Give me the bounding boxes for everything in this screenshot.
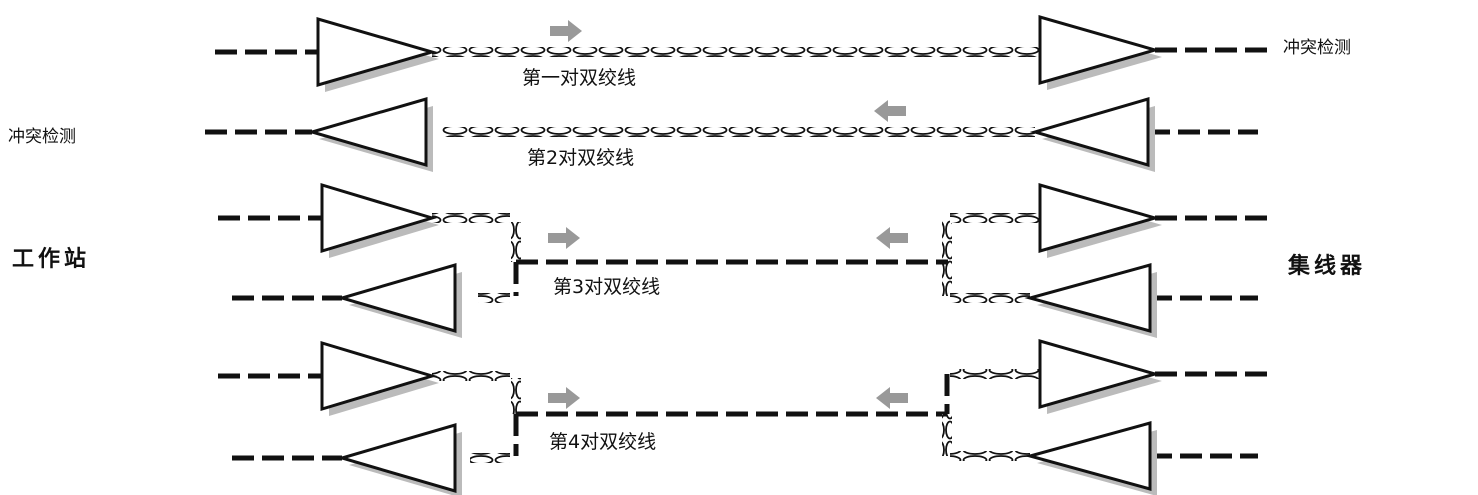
pair-3-ws-transmit-amplifier bbox=[320, 182, 439, 258]
pair-3-hub-tx-twist bbox=[950, 293, 1030, 303]
pair-4-hub-junction-twist bbox=[942, 414, 952, 456]
pair-4-hub-receive-amplifier bbox=[1038, 339, 1162, 414]
pair-4-ws-receive-amplifier bbox=[336, 422, 462, 495]
pair-3-hub-receive-amplifier bbox=[1038, 183, 1162, 258]
pair-1-transmit-amplifier bbox=[316, 17, 439, 92]
pair-2-direction-arrow bbox=[874, 100, 906, 122]
pair-3-ws-junction-twist bbox=[511, 222, 521, 262]
workstation-label: 工作站 bbox=[12, 247, 91, 272]
pair-4-ws-rx-twist bbox=[470, 453, 510, 463]
pair-4-hub-receive-amplifier-body bbox=[1038, 339, 1161, 409]
pair-4-ws-receive-amplifier-body bbox=[336, 422, 457, 494]
pair-3-ws-rx-twist bbox=[478, 293, 510, 303]
pair-3-right-arrow bbox=[548, 227, 580, 249]
pair-4-left-arrow bbox=[876, 387, 908, 409]
pair-3-ws-tx-twist bbox=[432, 213, 510, 223]
pair-1-receive-amplifier-body bbox=[1038, 15, 1161, 85]
pair-3-hub-junction-twist bbox=[942, 220, 952, 296]
collision-detect-label-right: 冲突检测 bbox=[1283, 38, 1351, 58]
pair-4-label: 第4对双绞线 bbox=[549, 431, 657, 453]
pair-3-hub-transmit-amplifier bbox=[1024, 263, 1157, 338]
pair-3-label: 第3对双绞线 bbox=[553, 276, 661, 298]
pair-2-transmit-amplifier bbox=[1029, 96, 1155, 172]
pair-3-hub-transmit-amplifier-body bbox=[1024, 263, 1152, 333]
pair-2-transmit-amplifier-body bbox=[1029, 96, 1150, 168]
pair-3-left-arrow bbox=[876, 227, 908, 249]
pair-1-direction-arrow bbox=[550, 20, 582, 42]
pair-4-hub-transmit-amplifier-body bbox=[1024, 421, 1152, 491]
pair-1-label: 第一对双绞线 bbox=[522, 67, 637, 89]
pair-3-ws-transmit-amplifier-body bbox=[320, 182, 438, 254]
pair-4-ws-tx-twist bbox=[432, 371, 510, 381]
hub-label: 集线器 bbox=[1288, 254, 1367, 279]
pair-4-hub-transmit-amplifier bbox=[1024, 421, 1157, 495]
pair-4-ws-junction-twist bbox=[511, 378, 521, 414]
pair-3-hub-rx-twist bbox=[950, 213, 1040, 223]
pair-3-ws-receive-amplifier-body bbox=[336, 262, 457, 334]
pair-2-label: 第2对双绞线 bbox=[527, 147, 635, 169]
pair-4-ws-transmit-amplifier-body bbox=[320, 340, 438, 412]
pair-1-transmit-amplifier-body bbox=[316, 17, 438, 87]
pair-4-hub-tx-twist bbox=[950, 451, 1030, 461]
pair-2-twisted-pair bbox=[442, 127, 1035, 137]
pair-4-right-arrow bbox=[548, 387, 580, 409]
pair-4-ws-transmit-amplifier bbox=[320, 340, 439, 416]
pair-2-receive-amplifier-body bbox=[306, 97, 428, 167]
pair-1-twisted-pair bbox=[432, 47, 1040, 57]
pair-2-receive-amplifier bbox=[306, 97, 433, 172]
pair-3-hub-receive-amplifier-body bbox=[1038, 183, 1161, 253]
pair-3-ws-receive-amplifier bbox=[336, 262, 462, 338]
collision-detect-label-left: 冲突检测 bbox=[8, 127, 76, 147]
pair-4-hub-rx-twist bbox=[950, 369, 1040, 379]
pair-1-receive-amplifier bbox=[1038, 15, 1162, 90]
